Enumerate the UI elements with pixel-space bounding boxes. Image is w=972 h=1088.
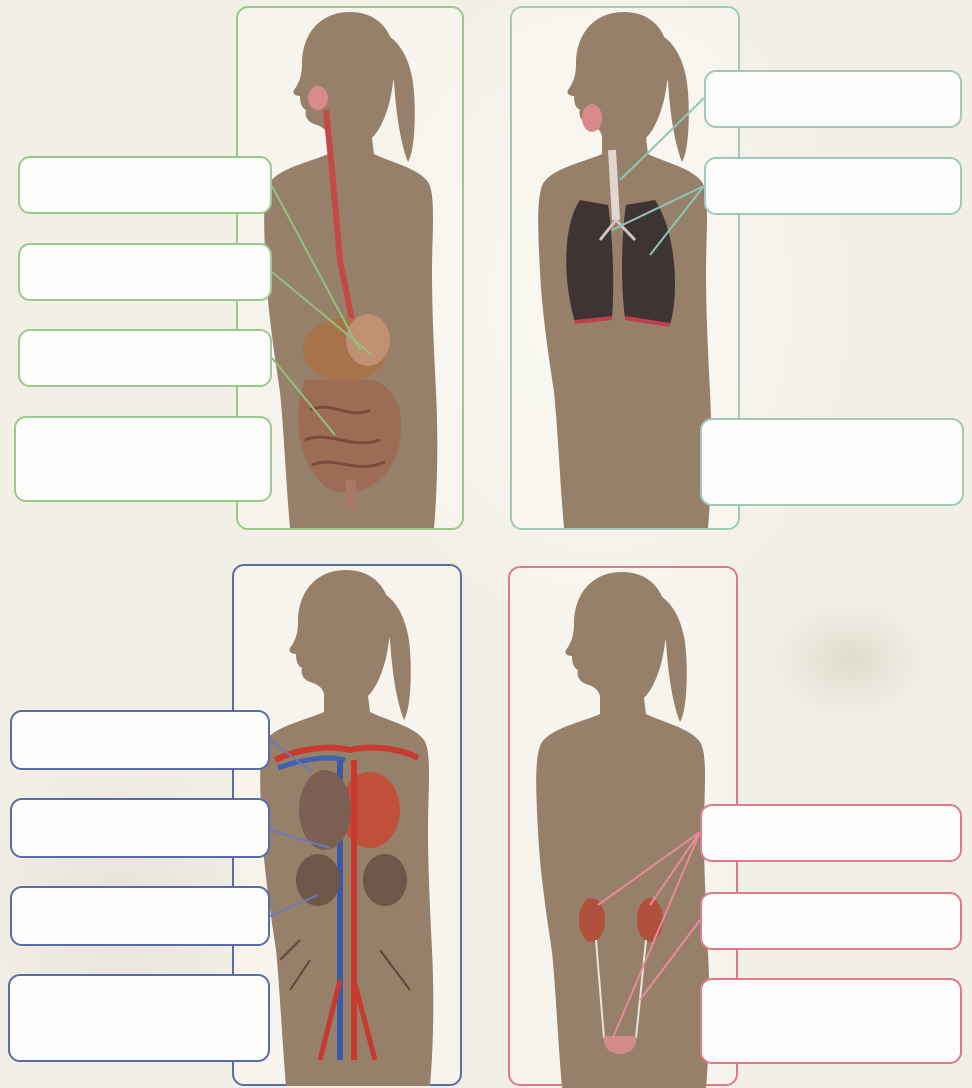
circulatory-label-box-4[interactable] [8,974,270,1062]
digestive-label-box-4[interactable] [14,416,272,502]
circulatory-label-box-3[interactable] [10,886,270,946]
respiratory-label-box-1[interactable] [704,70,962,128]
circulatory-label-box-2[interactable] [10,798,270,858]
respiratory-label-box-3[interactable] [700,418,964,506]
digestive-label-box-3[interactable] [18,329,272,387]
respiratory-label-box-2[interactable] [704,157,962,215]
urinary-label-box-2[interactable] [700,892,962,950]
urinary-label-box-3[interactable] [700,978,962,1064]
urinary-silhouette [536,572,709,1088]
digestive-label-box-2[interactable] [18,243,272,301]
digestive-label-box-1[interactable] [18,156,272,214]
circulatory-label-box-1[interactable] [10,710,270,770]
urinary-label-box-1[interactable] [700,804,962,862]
